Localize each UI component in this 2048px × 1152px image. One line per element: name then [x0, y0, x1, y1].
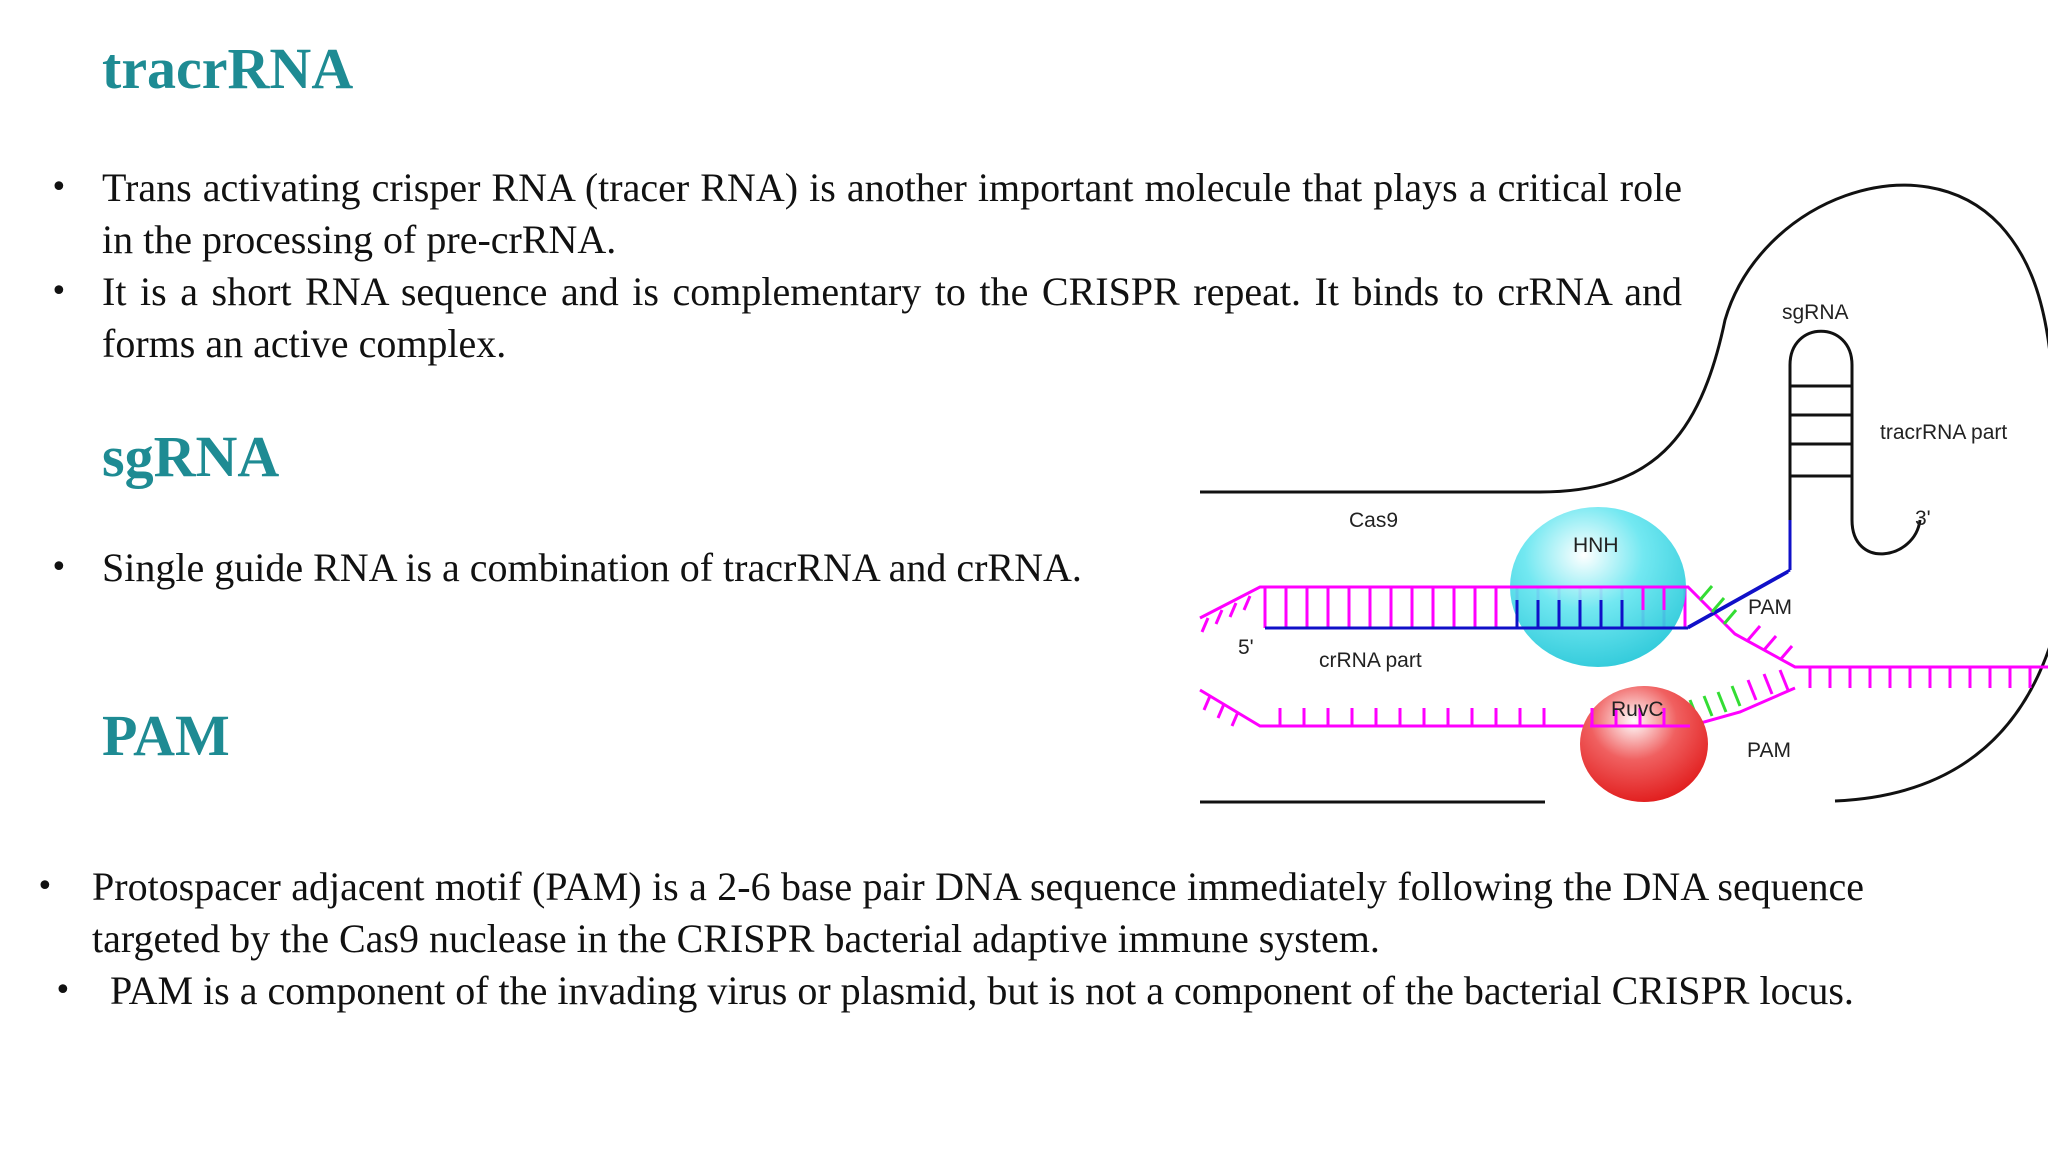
pam-site-top	[1698, 585, 1738, 625]
heading-tracrrna: tracrRNA	[102, 36, 354, 101]
heading-pam: PAM	[102, 703, 230, 768]
cas9-sgrna-diagram: sgRNA tracrRNA part 3' Cas9 HNH PAM 5' c…	[1199, 183, 2048, 804]
pam-bullet-list: Protospacer adjacent motif (PAM) is a 2-…	[28, 861, 1864, 1017]
dna-bottom-strand	[1199, 686, 1796, 728]
strands-over-ruvc	[1590, 708, 1690, 728]
sgrna-bullet-1: Single guide RNA is a combination of tra…	[44, 542, 1142, 594]
label-five-prime: 5'	[1238, 636, 1254, 659]
label-sgrna: sgRNA	[1782, 301, 1849, 324]
pam-site-top-magenta	[1746, 625, 1794, 661]
label-pam-bottom: PAM	[1747, 739, 1791, 762]
pam-bullet-2: PAM is a component of the invading virus…	[28, 965, 1864, 1017]
strands-over-hnh	[1510, 585, 1688, 630]
pam-bullet-1: Protospacer adjacent motif (PAM) is a 2-…	[28, 861, 1864, 965]
heading-sgrna: sgRNA	[102, 424, 280, 489]
sgrna-hairpin	[1687, 329, 1922, 629]
label-pam-top: PAM	[1748, 596, 1792, 619]
label-three-prime: 3'	[1915, 507, 1931, 530]
hairpin-pairs	[1790, 384, 1852, 478]
label-ruvc: RuvC	[1611, 698, 1664, 721]
dna-bottom-ticks	[1202, 695, 1546, 727]
label-crrna-part: crRNA part	[1319, 649, 1422, 672]
cas9-protein-outline	[1200, 183, 2048, 804]
tracrrna-bullet-2: It is a short RNA sequence and is comple…	[44, 266, 1682, 370]
label-cas9: Cas9	[1349, 509, 1398, 532]
tracrrna-bullet-list: Trans activating crisper RNA (tracer RNA…	[44, 162, 1682, 370]
ruvc-domain	[1580, 686, 1708, 802]
label-tracrrna-part: tracrRNA part	[1880, 421, 2007, 444]
label-hnh: HNH	[1573, 534, 1619, 557]
tracrrna-bullet-1: Trans activating crisper RNA (tracer RNA…	[44, 162, 1682, 266]
dna-top-right-ticks	[1808, 667, 2032, 688]
sgrna-bullet-list: Single guide RNA is a combination of tra…	[44, 542, 1142, 594]
pam-site-bottom-magenta	[1746, 669, 1790, 701]
